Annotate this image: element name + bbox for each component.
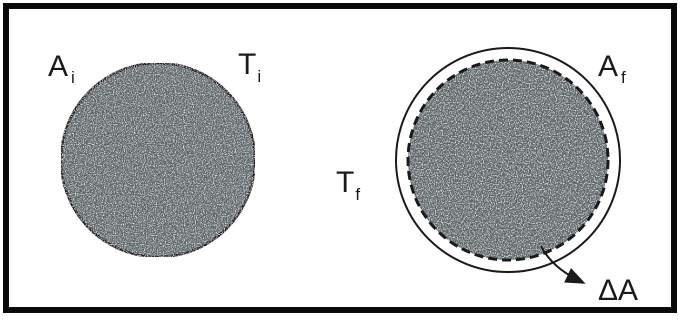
final-temperature-label: Tf	[336, 166, 360, 204]
initial-temperature-label: Ti	[238, 48, 261, 86]
initial-disk	[61, 63, 255, 257]
delta-area-label: ΔA	[598, 274, 638, 307]
